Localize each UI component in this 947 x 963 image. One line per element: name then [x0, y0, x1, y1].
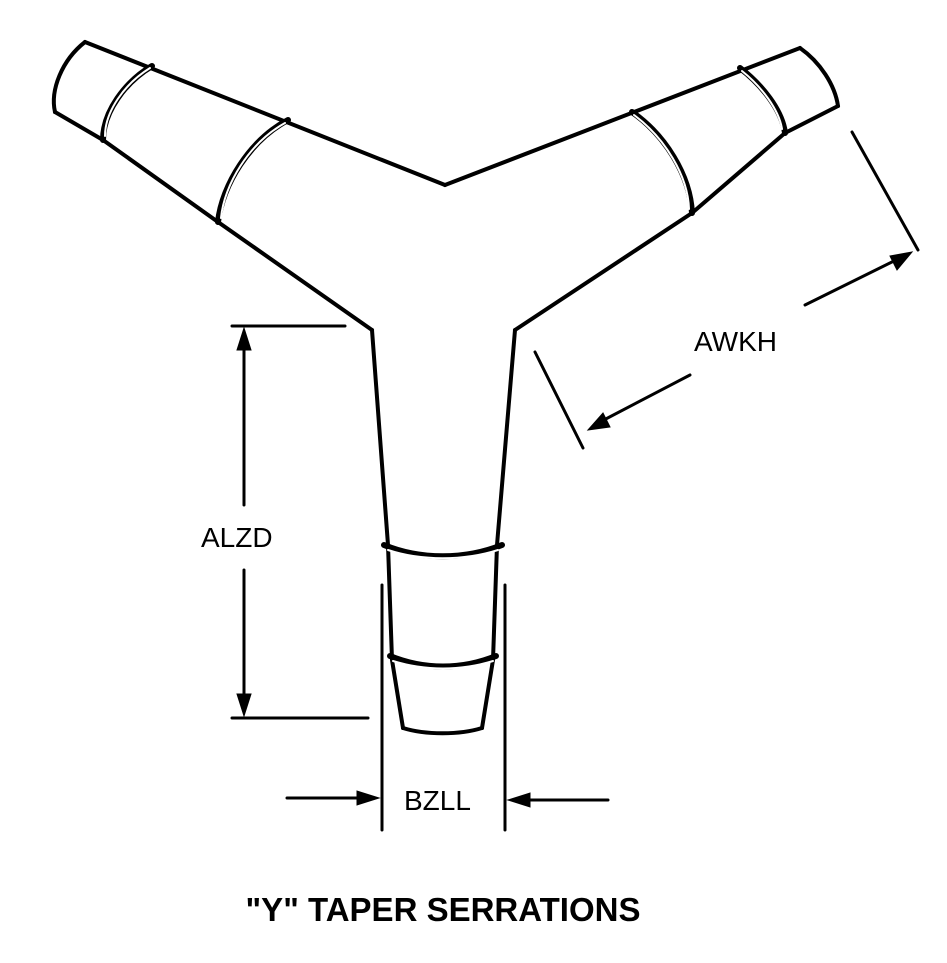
alzd-dimension: ALZD [201, 324, 370, 720]
right-arm-band-inner [629, 109, 695, 216]
left-arm-end-cap [51, 40, 87, 114]
right-arm-bottom-edge [513, 104, 840, 332]
awkh-extension-lower [533, 350, 585, 450]
stem-end-cap [401, 726, 484, 736]
left-arm-bottom-edge [53, 110, 374, 332]
stem-band-upper [381, 542, 505, 560]
alzd-arrowhead-top [236, 326, 252, 351]
awkh-dimension: AWKH [533, 130, 920, 450]
right-arm-end-cap [798, 46, 840, 108]
bzll-label: BZLL [404, 785, 471, 816]
bzll-arrowhead-left [356, 790, 381, 806]
left-arm-band-inner [215, 117, 291, 225]
serration-bands [100, 63, 788, 670]
stem-right-edge [480, 328, 517, 730]
alzd-label: ALZD [201, 522, 273, 553]
awkh-extension-upper [850, 130, 920, 252]
awkh-arrowhead-lower [586, 412, 611, 431]
bzll-arrowhead-right [506, 792, 531, 808]
bzll-dimension: BZLL [285, 583, 610, 832]
diagram-caption: "Y" TAPER SERRATIONS [246, 891, 641, 928]
stem-left-edge [370, 328, 405, 730]
left-arm-top-edge [83, 40, 447, 187]
awkh-dim-line-lower [598, 373, 692, 424]
awkh-dim-line-upper [803, 256, 902, 307]
awkh-arrowhead-upper [889, 251, 914, 271]
stem-band-lower [387, 653, 499, 670]
alzd-arrowhead-bottom [236, 693, 252, 718]
awkh-label: AWKH [694, 326, 777, 357]
left-arm-band-outer [100, 63, 155, 143]
fitting-body [51, 40, 840, 736]
right-arm-band-outer [737, 65, 788, 136]
